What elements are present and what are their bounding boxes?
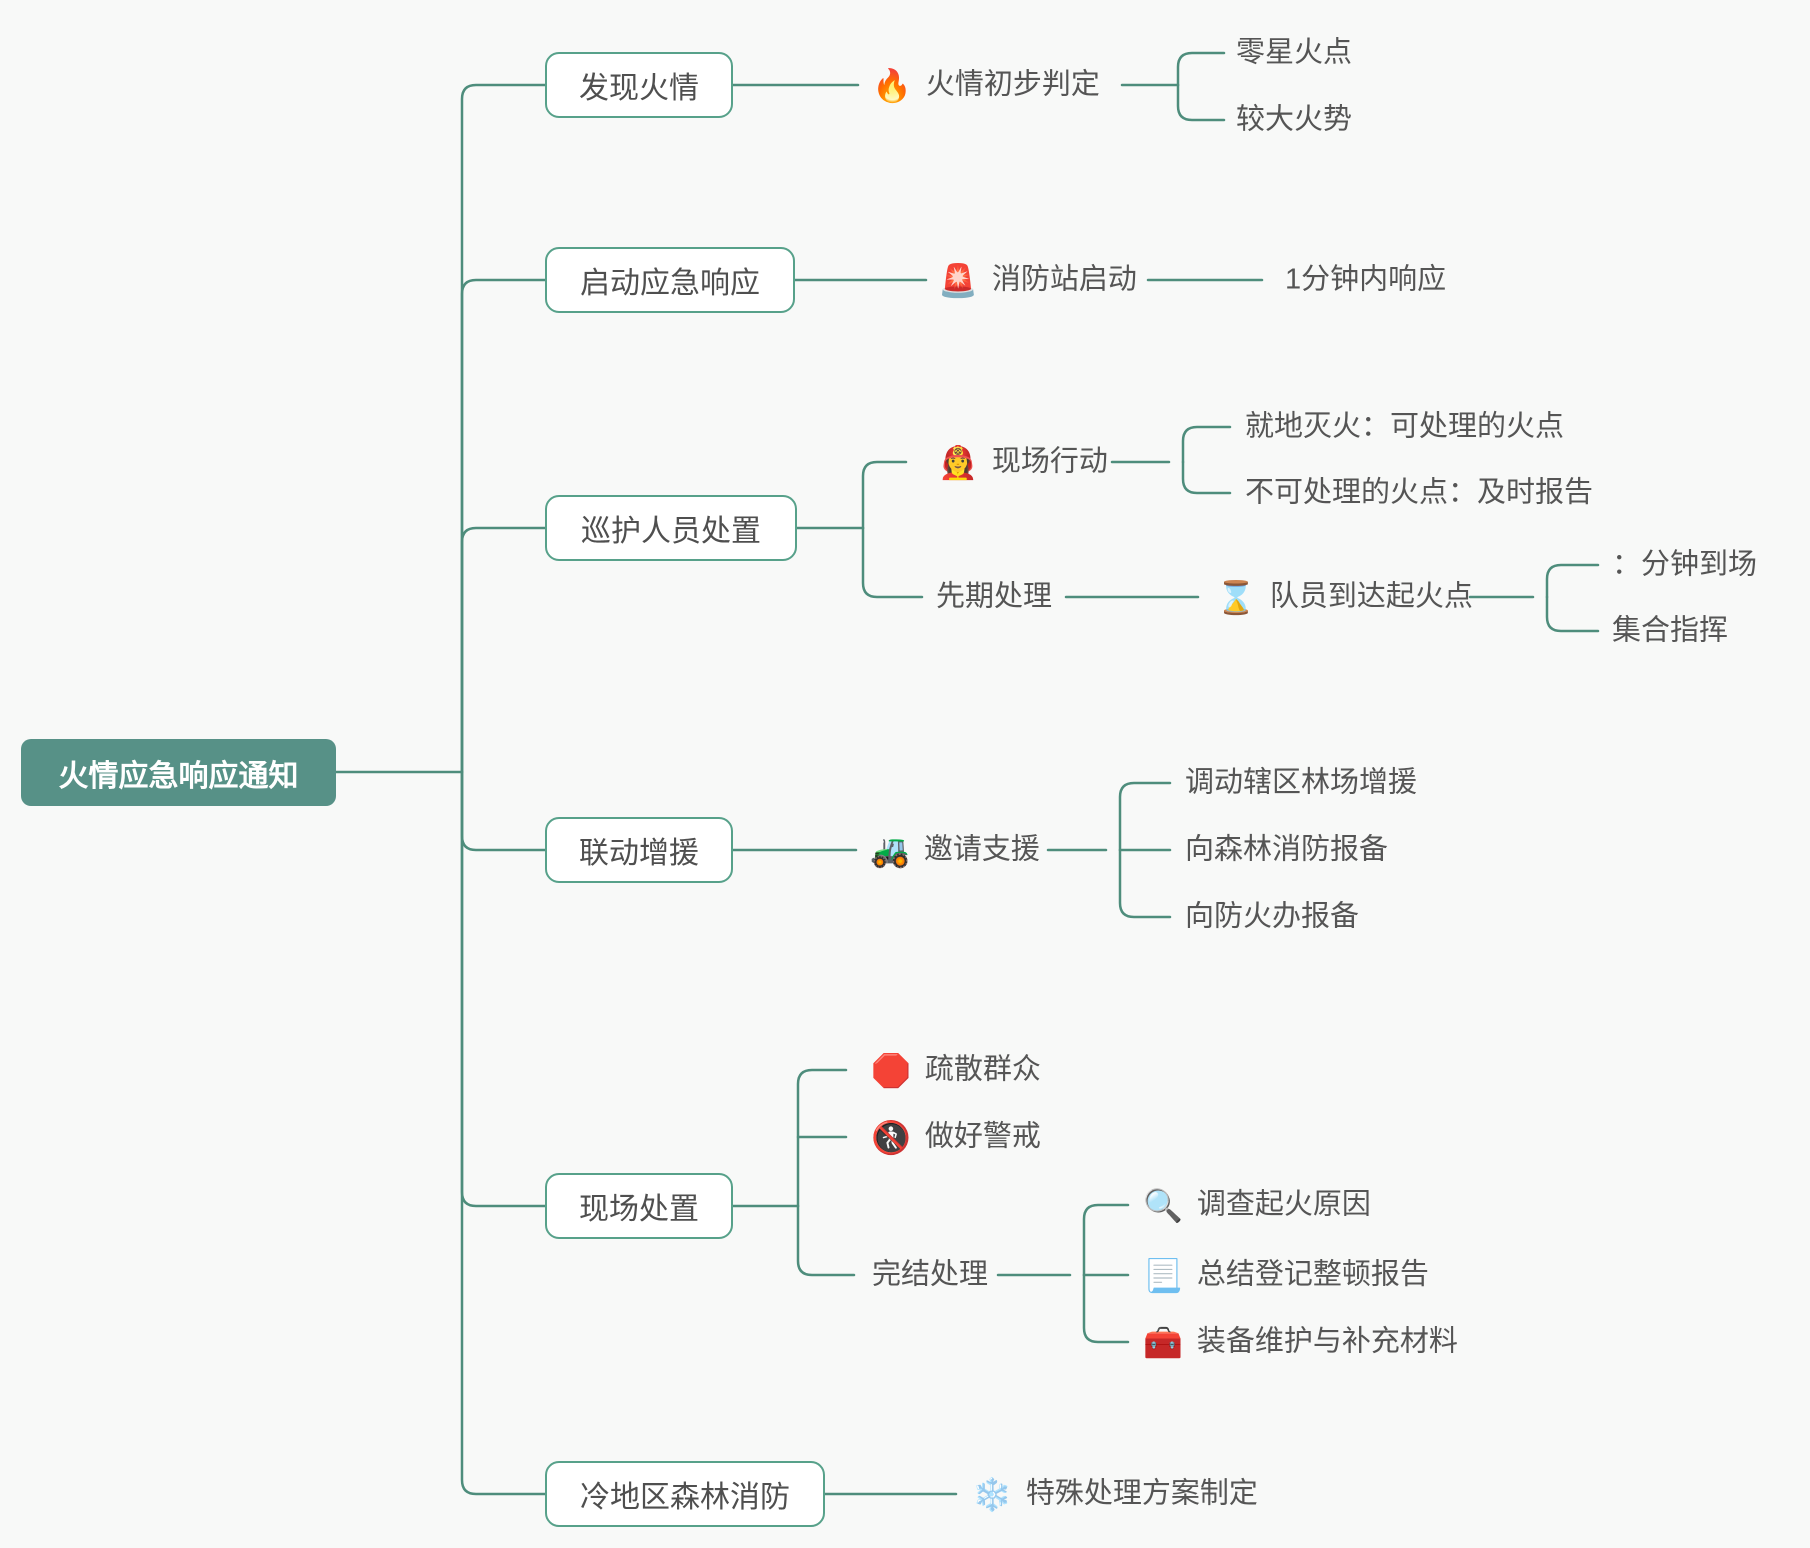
leaf-unhandleable-report-promptly[interactable]: 不可处理的火点：及时报告 bbox=[1245, 476, 1593, 509]
node-label: 先期处理 bbox=[936, 580, 1053, 613]
leaf-label: 调查起火原因 bbox=[1196, 1188, 1371, 1221]
leaf-label: 向森林消防报备 bbox=[1185, 833, 1389, 866]
leaf-label: 不可处理的火点：及时报告 bbox=[1245, 476, 1594, 509]
topic-site-handling[interactable]: 现场处置 bbox=[545, 1173, 733, 1239]
node-evacuate-crowd[interactable]: 🛑 疏散群众 bbox=[871, 1053, 1041, 1086]
leaf-mobilize-district-forest-farm[interactable]: 调动辖区林场增援 bbox=[1185, 766, 1417, 799]
node-label: 疏散群众 bbox=[924, 1053, 1041, 1086]
leaf-label: 零星火点 bbox=[1236, 36, 1353, 69]
topic-patrol-personnel-handling[interactable]: 巡护人员处置 bbox=[545, 495, 797, 561]
node-initial-fire-assessment[interactable]: 🔥 火情初步判定 bbox=[872, 68, 1100, 101]
node-label: 消防站启动 bbox=[991, 263, 1137, 296]
leaf-label: 集合指挥 bbox=[1612, 614, 1729, 647]
leaf-label: 向防火办报备 bbox=[1185, 900, 1360, 933]
leaf-label: 调动辖区林场增援 bbox=[1185, 766, 1418, 799]
leaf-label: ：分钟到场 bbox=[1612, 548, 1758, 581]
root-topic-label: 火情应急响应通知 bbox=[58, 759, 299, 793]
leaf-larger-fire[interactable]: 较大火势 bbox=[1236, 103, 1352, 136]
no-pedestrians-icon: 🚷 bbox=[871, 1119, 911, 1155]
topic-label: 巡护人员处置 bbox=[581, 515, 761, 548]
siren-icon: 🚨 bbox=[938, 262, 978, 298]
leaf-summary-registration-report[interactable]: 📃 总结登记整顿报告 bbox=[1143, 1258, 1429, 1291]
topic-cold-region-forest-fire[interactable]: 冷地区森林消防 bbox=[545, 1461, 825, 1527]
leaf-label: 装备维护与补充材料 bbox=[1196, 1325, 1458, 1358]
node-label: 特殊处理方案制定 bbox=[1025, 1477, 1258, 1510]
topic-discover-fire[interactable]: 发现火情 bbox=[545, 52, 733, 118]
node-fire-station-activation[interactable]: 🚨 消防站启动 bbox=[938, 263, 1137, 296]
node-label: 队员到达起火点 bbox=[1269, 580, 1473, 613]
stop-sign-icon: 🛑 bbox=[871, 1052, 911, 1088]
leaf-label: 就地灭火：可处理的火点 bbox=[1245, 410, 1565, 443]
leaf-investigate-fire-cause[interactable]: 🔍 调查起火原因 bbox=[1143, 1188, 1371, 1221]
leaf-scattered-fire-points[interactable]: 零星火点 bbox=[1236, 36, 1352, 69]
leaf-label: 1分钟内响应 bbox=[1285, 263, 1447, 296]
snowflake-icon: ❄️ bbox=[972, 1476, 1012, 1512]
node-team-arrives-fire-point[interactable]: ⌛ 队员到达起火点 bbox=[1216, 580, 1473, 613]
node-preliminary-handling[interactable]: 先期处理 bbox=[936, 580, 1052, 613]
node-set-up-cordon[interactable]: 🚷 做好警戒 bbox=[871, 1120, 1041, 1153]
leaf-report-forest-fire-brigade[interactable]: 向森林消防报备 bbox=[1185, 833, 1388, 866]
toolbox-icon: 🧰 bbox=[1143, 1324, 1183, 1360]
leaf-respond-within-1-minute[interactable]: 1分钟内响应 bbox=[1285, 263, 1446, 296]
leaf-assembly-command[interactable]: 集合指挥 bbox=[1612, 614, 1728, 647]
leaf-equipment-maintenance-resupply[interactable]: 🧰 装备维护与补充材料 bbox=[1143, 1325, 1458, 1358]
magnifier-icon: 🔍 bbox=[1143, 1187, 1183, 1223]
node-label: 做好警戒 bbox=[924, 1120, 1041, 1153]
topic-label: 启动应急响应 bbox=[580, 267, 760, 300]
tractor-icon: 🚜 bbox=[870, 832, 910, 868]
topic-label: 现场处置 bbox=[579, 1193, 699, 1226]
document-icon: 📃 bbox=[1143, 1257, 1183, 1293]
firefighter-icon: 👩‍🚒 bbox=[938, 444, 978, 480]
node-label: 火情初步判定 bbox=[925, 68, 1100, 101]
node-label: 完结处理 bbox=[872, 1258, 989, 1291]
leaf-label: 较大火势 bbox=[1236, 103, 1353, 136]
fire-icon: 🔥 bbox=[872, 67, 912, 103]
hourglass-icon: ⌛ bbox=[1216, 579, 1256, 615]
root-topic[interactable]: 火情应急响应通知 bbox=[21, 739, 336, 806]
node-on-site-action[interactable]: 👩‍🚒 现场行动 bbox=[938, 445, 1108, 478]
topic-label: 发现火情 bbox=[579, 72, 699, 105]
leaf-label: 总结登记整顿报告 bbox=[1196, 1258, 1429, 1291]
topic-label: 冷地区森林消防 bbox=[580, 1481, 790, 1514]
topic-start-emergency-response[interactable]: 启动应急响应 bbox=[545, 247, 795, 313]
node-invite-support[interactable]: 🚜 邀请支援 bbox=[870, 833, 1040, 866]
topic-label: 联动增援 bbox=[579, 837, 699, 870]
topic-joint-reinforcement[interactable]: 联动增援 bbox=[545, 817, 733, 883]
leaf-extinguish-on-site[interactable]: 就地灭火：可处理的火点 bbox=[1245, 410, 1564, 443]
node-special-handling-plan[interactable]: ❄️ 特殊处理方案制定 bbox=[972, 1477, 1258, 1510]
leaf-report-fire-prevention-office[interactable]: 向防火办报备 bbox=[1185, 900, 1359, 933]
node-completion-handling[interactable]: 完结处理 bbox=[872, 1258, 988, 1291]
leaf-minutes-to-arrive[interactable]: ：分钟到场 bbox=[1612, 548, 1757, 581]
node-label: 邀请支援 bbox=[923, 833, 1040, 866]
node-label: 现场行动 bbox=[991, 445, 1108, 478]
